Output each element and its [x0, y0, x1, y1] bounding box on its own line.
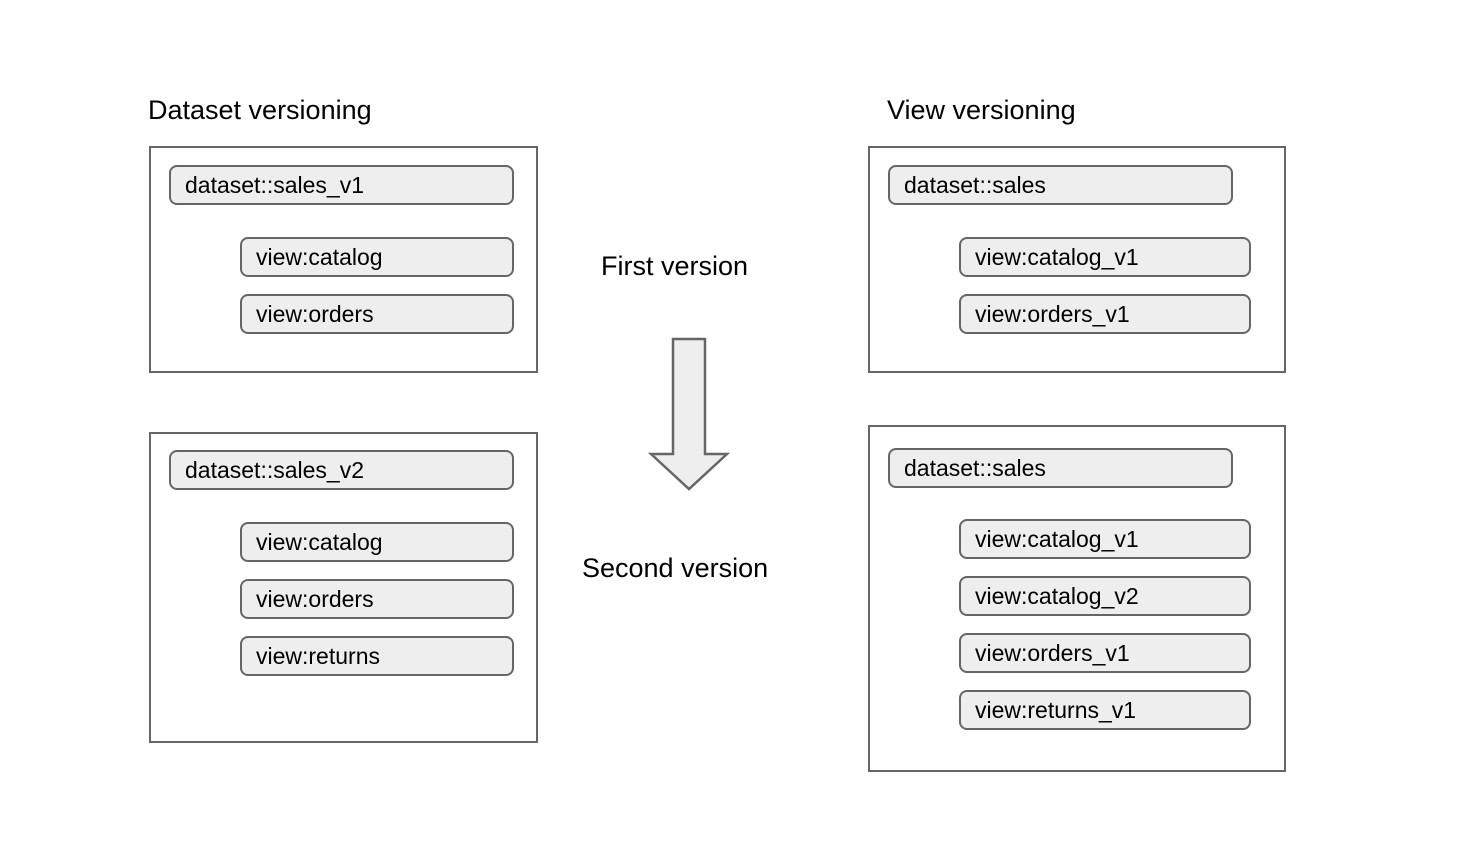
view-node-orders-v1-2[interactable]: view:orders_v1 — [959, 633, 1251, 673]
second-version-label: Second version — [582, 553, 769, 583]
dataset-node-sales-v1[interactable]: dataset::sales_v1 — [169, 165, 514, 205]
view-node-catalog-v1[interactable]: view:catalog_v1 — [959, 237, 1251, 277]
dataset-node-sales-right-second[interactable]: dataset::sales — [888, 448, 1233, 488]
view-node-orders[interactable]: view:orders — [240, 294, 514, 334]
view-node-catalog[interactable]: view:catalog — [240, 237, 514, 277]
view-node-orders-v1[interactable]: view:orders_v1 — [959, 294, 1251, 334]
down-block-arrow-icon — [648, 337, 730, 491]
column-title-dataset-versioning: Dataset versioning — [148, 95, 372, 125]
view-node-catalog-2[interactable]: view:catalog — [240, 522, 514, 562]
first-version-label: First version — [601, 251, 749, 281]
column-title-view-versioning: View versioning — [887, 95, 1076, 125]
view-node-returns-v1[interactable]: view:returns_v1 — [959, 690, 1251, 730]
view-node-returns[interactable]: view:returns — [240, 636, 514, 676]
view-node-orders-2[interactable]: view:orders — [240, 579, 514, 619]
dataset-node-sales-v2[interactable]: dataset::sales_v2 — [169, 450, 514, 490]
view-node-catalog-v1-2[interactable]: view:catalog_v1 — [959, 519, 1251, 559]
dataset-node-sales-right-first[interactable]: dataset::sales — [888, 165, 1233, 205]
view-node-catalog-v2[interactable]: view:catalog_v2 — [959, 576, 1251, 616]
